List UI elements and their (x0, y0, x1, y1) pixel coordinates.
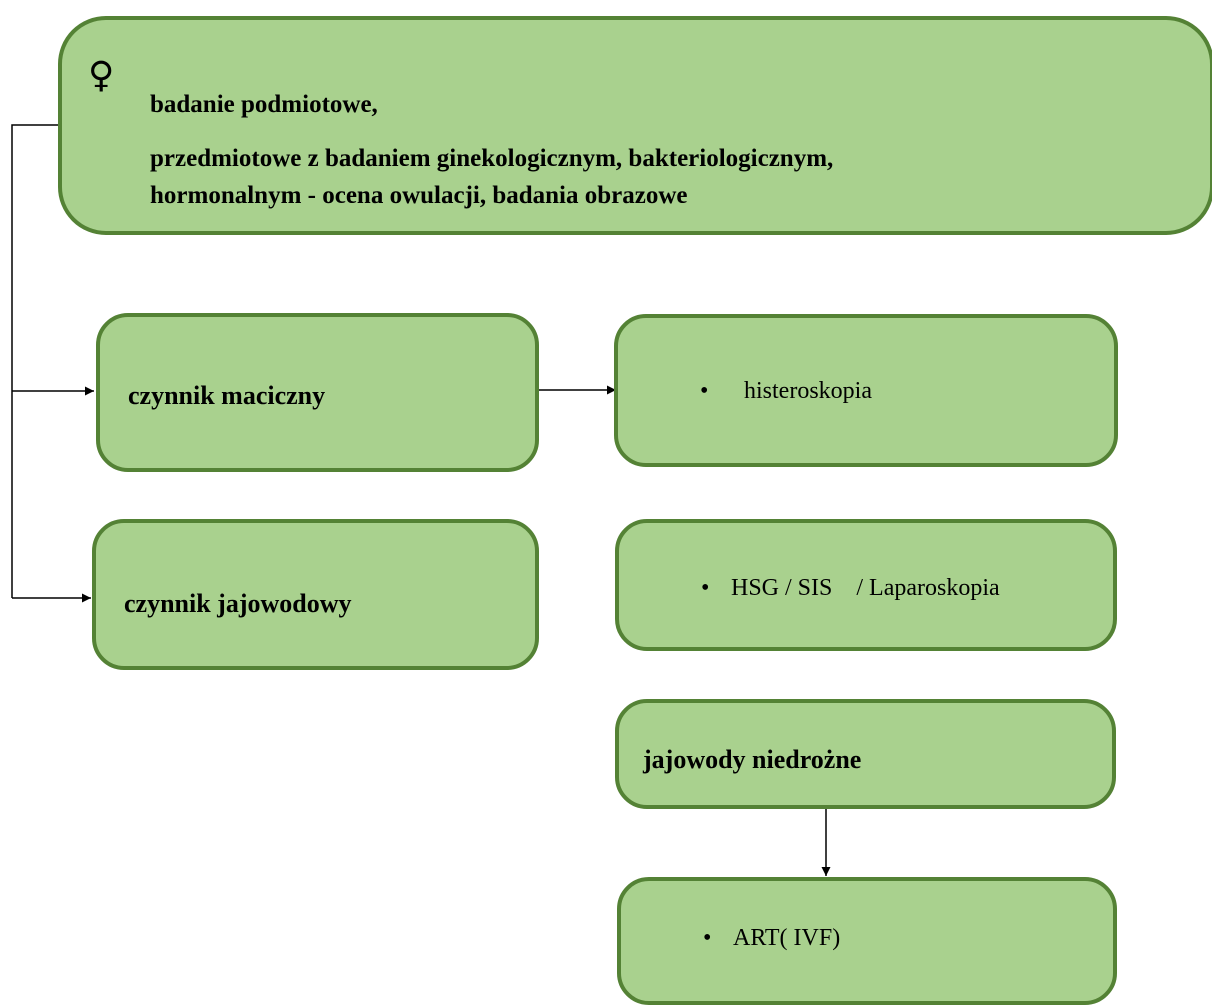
uterine-factor-box: czynnik maciczny (96, 313, 539, 472)
blocked-tubes-box: jajowody niedrożne (615, 699, 1116, 809)
header-to-factors-line (11, 124, 62, 598)
header-line-2: przedmiotowe z badaniem ginekologicznym,… (150, 145, 834, 172)
bullet-icon: • (703, 925, 712, 951)
initial-examination-box: ♀ badanie podmiotowe, przedmiotowe z bad… (58, 16, 1212, 235)
tubal-factor-label: czynnik jajowodowy (124, 589, 352, 618)
art-ivf-label: ART( IVF) (733, 925, 841, 951)
blocked-tubes-label: jajowody niedrożne (643, 745, 862, 774)
uterine-factor-label: czynnik maciczny (128, 381, 326, 410)
header-line-1: badanie podmiotowe, (150, 91, 378, 118)
bullet-icon: • (701, 575, 710, 601)
tubal-factor-box: czynnik jajowodowy (92, 519, 539, 670)
hysteroscopy-label: histeroskopia (744, 378, 872, 404)
female-symbol-icon: ♀ (88, 55, 115, 96)
tubal-exams-box: • HSG / SIS / Laparoskopia (615, 519, 1117, 651)
header-line-3: hormonalnym - ocena owulacji, badania ob… (150, 182, 688, 209)
bullet-icon: • (700, 378, 709, 404)
art-ivf-box: • ART( IVF) (617, 877, 1117, 1005)
tubal-exams-label: HSG / SIS / Laparoskopia (731, 575, 1000, 601)
hysteroscopy-box: • histeroskopia (614, 314, 1118, 467)
